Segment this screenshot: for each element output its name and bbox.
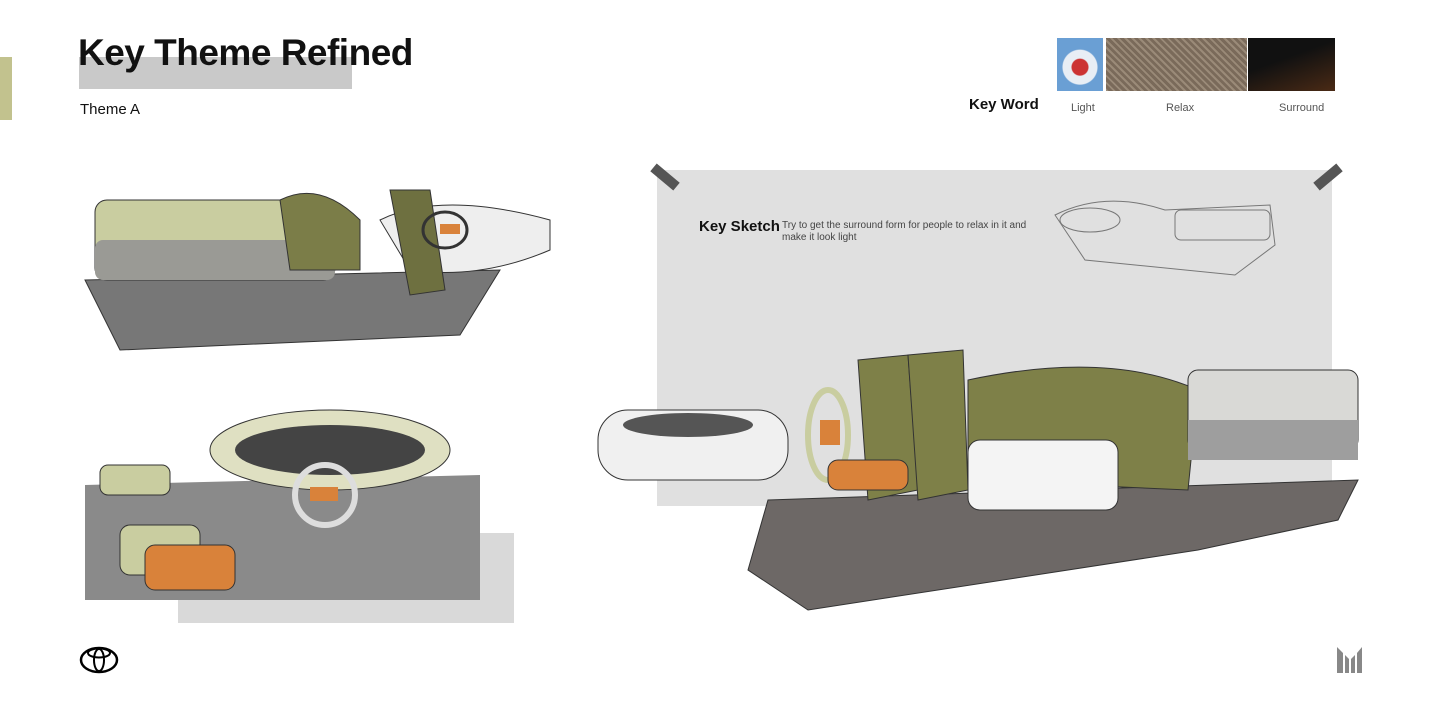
sketch-interior-top (84, 189, 551, 351)
accent-bar (0, 57, 12, 120)
key-word-label: Key Word (969, 96, 1039, 113)
key-sketch-title: Key Sketch (699, 218, 780, 235)
relax-image (1106, 38, 1247, 91)
surround-image (1248, 38, 1335, 91)
caption-surround: Surround (1279, 102, 1325, 114)
sketch-interior-cockpit (85, 409, 480, 600)
title-highlight (79, 57, 352, 89)
light-image (1057, 38, 1103, 91)
key-sketch-text: Try to get the surround form for people … (782, 220, 1027, 243)
caption-light: Light (1071, 102, 1095, 114)
sketch-thumbnail (1054, 200, 1276, 276)
toyota-logo (79, 646, 119, 674)
brand-mark-logo (1337, 647, 1362, 673)
caption-relax: Relax (1166, 102, 1195, 114)
theme-label: Theme A (80, 101, 141, 118)
page-title: Key Theme Refined (78, 32, 413, 73)
sketch-key-main (597, 349, 1359, 611)
